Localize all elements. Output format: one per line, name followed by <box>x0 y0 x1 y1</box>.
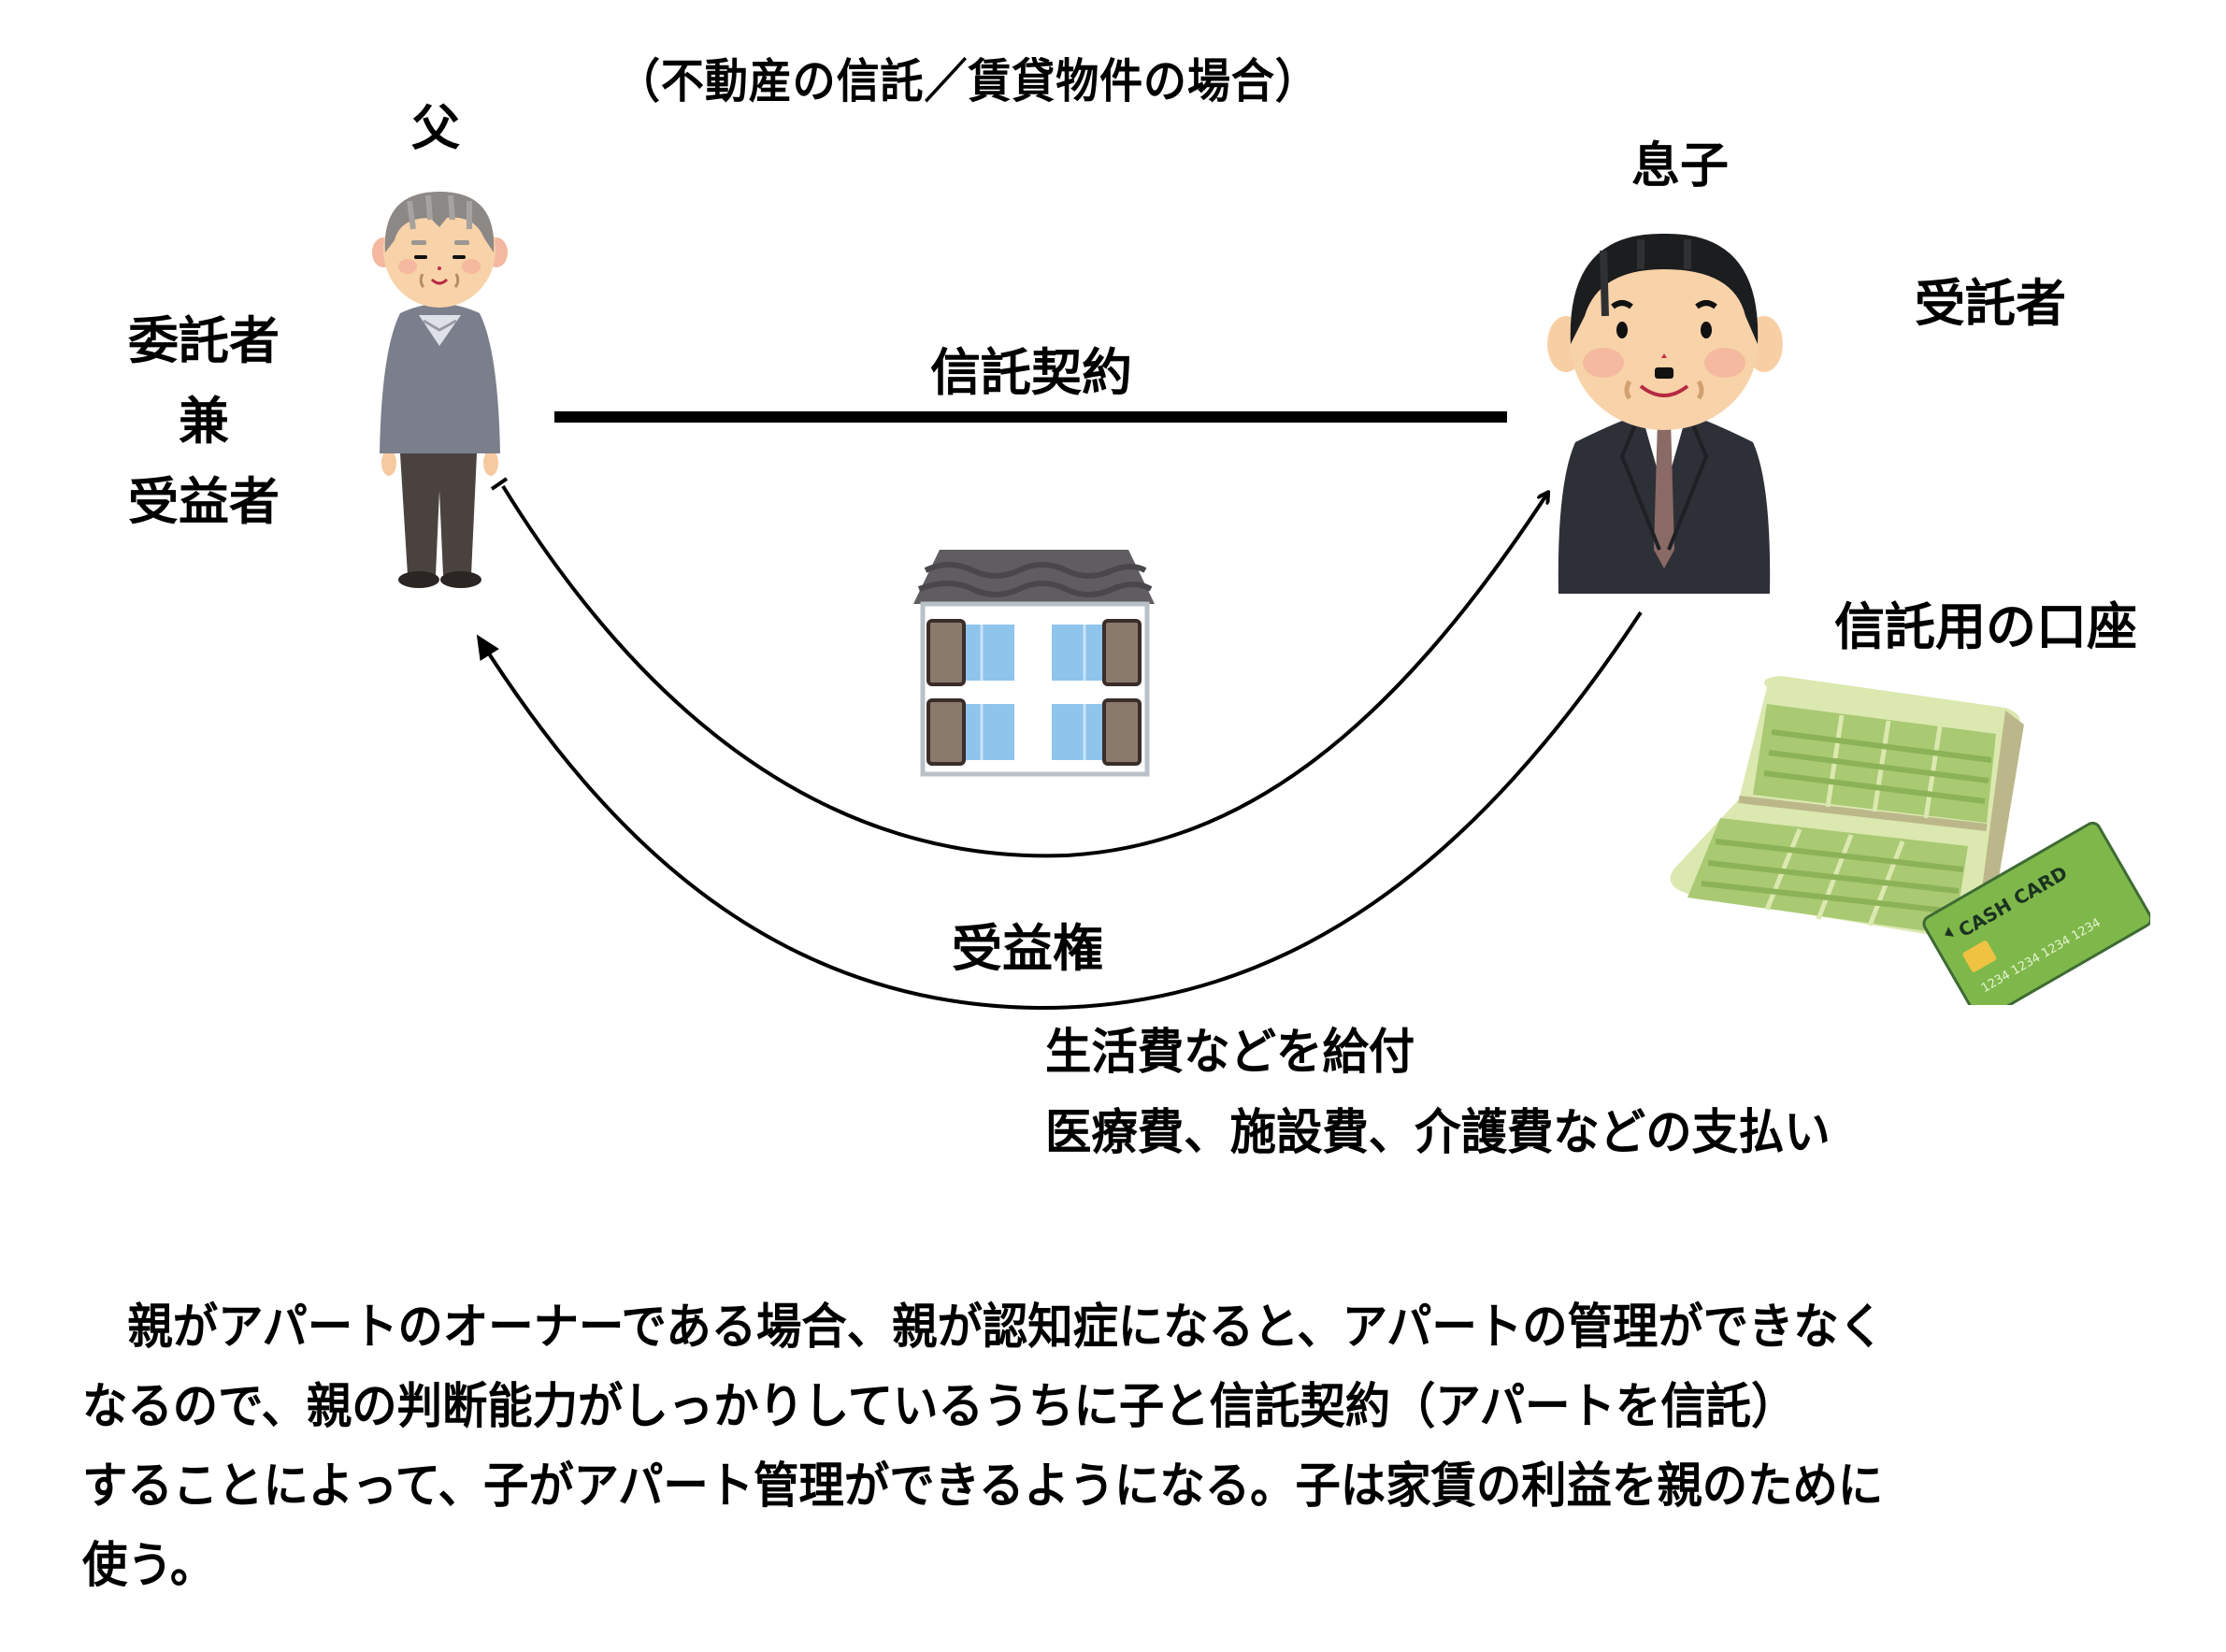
father-roles: 委託者 兼 受益者 <box>110 301 297 542</box>
passbook-icon <box>1670 676 2024 940</box>
beneficial-interest-label: 受益権 <box>952 919 1103 978</box>
explanation-line: なるので、親の判断能力がしっかりしているうちに子と信託契約（アパートを信託） <box>82 1379 1797 1435</box>
apartment-building-icon <box>913 550 1155 777</box>
explanation-line: 使う。 <box>82 1538 216 1594</box>
son-label: 息子 <box>1631 138 1730 194</box>
explanation-line: 親がアパートのオーナーである場合、親が認知症になると、アパートの管理ができなく <box>82 1300 1885 1356</box>
role-settlor: 委託者 <box>128 311 280 370</box>
trust-contract-line <box>554 411 1507 423</box>
trust-account-label: 信託用の口座 <box>1834 597 2137 656</box>
beneficial-interest-arrow <box>476 611 1643 1011</box>
role-and: 兼 <box>179 392 229 451</box>
property-transfer-arrow <box>501 484 1547 858</box>
father-label: 父 <box>411 101 461 157</box>
benefit-living-expenses: 生活費などを給付 <box>1045 1025 1415 1081</box>
trustee-label: 受託者 <box>1915 274 2066 333</box>
trust-account-illustration: CASH CARD 1234 1234 1234 1234 <box>1670 676 2150 1005</box>
explanation-paragraph: 親がアパートのオーナーである場合、親が認知症になると、アパートの管理ができなく … <box>82 1288 2223 1606</box>
explanation-line: することによって、子がアパート管理ができるようになる。子は家賃の利益を親のために <box>82 1458 1884 1515</box>
arrow-tail-cap <box>490 477 509 491</box>
father-figure-icon <box>372 192 508 588</box>
benefit-payments: 医療費、施設費、介護費などの支払い <box>1045 1105 1831 1161</box>
diagram-title: （不動産の信託／賃貸物件の場合） <box>617 54 1319 108</box>
role-beneficiary: 受益者 <box>128 472 280 531</box>
son-figure-icon <box>1547 233 1783 594</box>
trust-contract-label: 信託契約 <box>930 343 1132 402</box>
